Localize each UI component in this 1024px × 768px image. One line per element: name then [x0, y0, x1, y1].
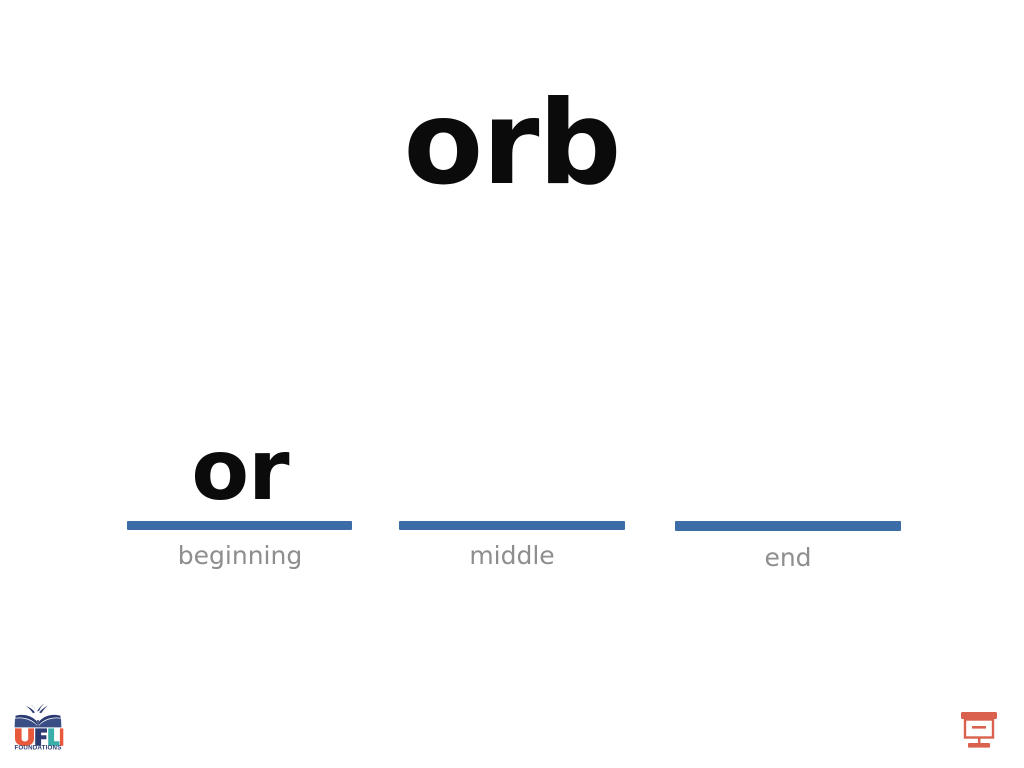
slot-end-label: end	[764, 543, 812, 572]
ufli-wordmark	[15, 728, 64, 747]
bird-icon	[26, 703, 48, 714]
slot-beginning-line	[127, 521, 352, 530]
ufli-foundations-logo: FOUNDATIONS	[12, 700, 64, 750]
slot-beginning-label: beginning	[177, 541, 303, 570]
slot-middle-label: middle	[469, 541, 555, 570]
target-word: orb	[403, 76, 622, 211]
open-book-icon	[14, 714, 62, 728]
slot-end-line	[675, 521, 901, 531]
slot-middle-line	[399, 521, 625, 530]
svg-text:FOUNDATIONS: FOUNDATIONS	[14, 744, 61, 750]
presentation-board-icon[interactable]	[958, 710, 1000, 750]
slot-beginning-answer: or	[191, 421, 289, 519]
